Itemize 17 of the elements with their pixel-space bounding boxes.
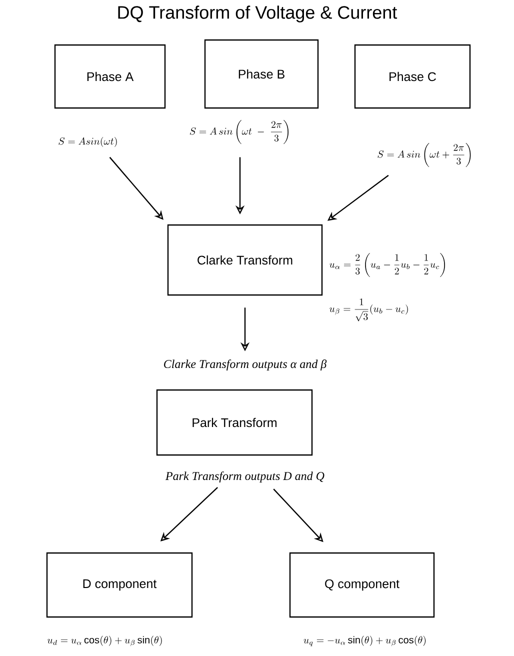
formula: $S = Asin(\omega t)$	[58, 137, 117, 148]
formula: $u_d = u_\alpha\cos(\theta) + u_\beta\sin(\theta)$	[47, 636, 162, 646]
process-box: Phase A	[54, 44, 166, 109]
process-box: Clarke Transform	[167, 224, 323, 296]
formula: $u_\alpha = \frac{2}{3}\left(u_a - \frac{1}{2}u_b - \frac{1}{2}u_c\right)$	[330, 253, 445, 277]
formula: $u_q = -u_\alpha\sin(\theta) + u_\beta\cos(\theta)$	[304, 636, 426, 646]
formula: $S = A\,sin\left(\omega t+\frac{2\pi}{3}\right)$	[378, 143, 471, 167]
output-note: Clarke Transform outputs α and β	[164, 360, 327, 370]
process-box: Phase C	[354, 44, 471, 109]
process-box: Q component	[289, 552, 435, 618]
process-box: Phase B	[204, 39, 319, 109]
process-box: D component	[46, 552, 193, 618]
formula: $u_\beta = \frac{1}{\sqrt{3}}(u_b - u_c)$	[330, 298, 408, 322]
title: DQ Transform of Voltage & Current	[118, 6, 398, 22]
output-note: Park Transform outputs D and Q	[165, 472, 324, 482]
formula: $S = A\,sin\left(\omega t\ -\ \frac{2\pi}{3}\right)$	[190, 120, 288, 144]
process-box: Park Transform	[156, 389, 313, 456]
